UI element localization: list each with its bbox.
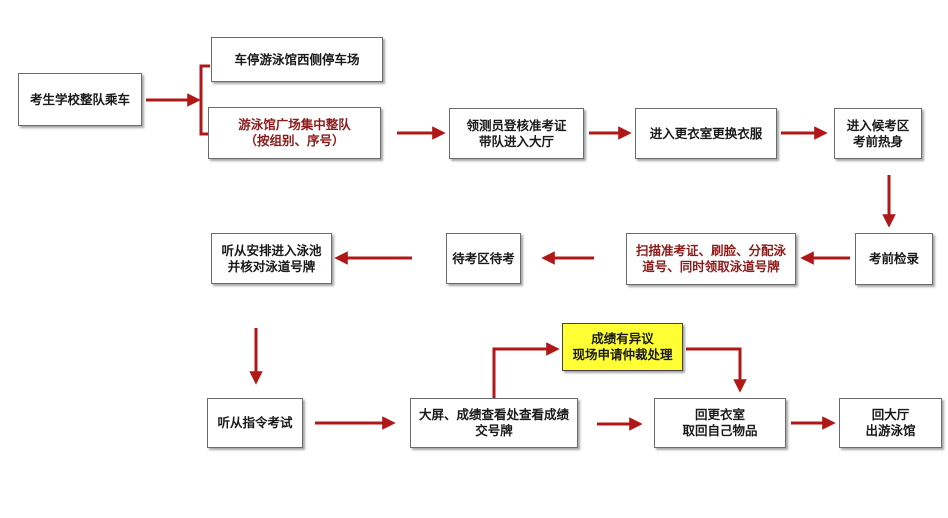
arrow-results-to-appeal [492,342,560,398]
node-text: 出游泳馆 [865,423,916,438]
node-text: 考生学校整队乘车 [29,91,130,107]
node-text: 交号牌 [475,423,513,438]
node-text: （按组别、序号） [244,133,345,148]
node-wait: 待考区待考 [446,233,521,284]
node-check-in: 领测员登核准考证 带队进入大厅 [449,108,584,159]
node-text: 游泳馆广场集中整队 [238,117,351,132]
node-assemble: 游泳馆广场集中整队 （按组别、序号） [208,107,381,159]
node-text: 进入更衣室更换衣服 [649,125,763,141]
arrow-appeal-to-locker [686,347,747,393]
node-appeal: 成绩有异议 现场申请仲裁处理 [562,323,683,371]
node-board-bus: 考生学校整队乘车 [18,73,142,126]
node-parking: 车停游泳馆西侧停车场 [211,37,383,82]
node-text: 回更衣室 [694,407,745,422]
node-text: 取回自己物品 [682,423,758,438]
node-text: 考前热身 [852,133,903,149]
node-results: 大屏、成绩查看处查看成绩 交号牌 [410,398,578,448]
node-text: 考前检录 [868,251,919,266]
node-text: 待考区待考 [452,250,515,266]
node-exam: 听从指令考试 [207,398,303,448]
node-pre-check: 考前检录 [855,233,933,285]
node-text: 并核对泳道号牌 [227,258,316,274]
node-waiting-warmup: 进入候考区 考前热身 [834,108,922,159]
bracket [199,64,210,136]
node-text: 道号、同时领取泳道号牌 [642,259,780,274]
node-enter-pool: 听从安排进入泳池 并核对泳道号牌 [211,233,332,284]
node-text: 进入候考区 [846,117,910,133]
node-text: 回大厅 [871,407,910,422]
node-text: 领测员登核准考证 [466,117,567,133]
node-scan: 扫描准考证、刷脸、分配泳 道号、同时领取泳道号牌 [626,233,796,285]
node-text: 带队进入大厅 [478,133,554,149]
node-text: 听从安排进入泳池 [221,242,322,258]
node-text: 听从指令考试 [217,415,293,430]
node-text: 大屏、成绩查看处查看成绩 [418,407,569,422]
node-text: 现场申请仲裁处理 [572,347,673,362]
node-exit: 回大厅 出游泳馆 [839,398,942,448]
node-locker: 回更衣室 取回自己物品 [654,398,786,448]
node-text: 扫描准考证、刷脸、分配泳 [635,243,786,258]
node-change: 进入更衣室更换衣服 [635,108,777,159]
node-text: 车停游泳馆西侧停车场 [234,51,360,67]
node-text: 成绩有异议 [591,331,654,346]
